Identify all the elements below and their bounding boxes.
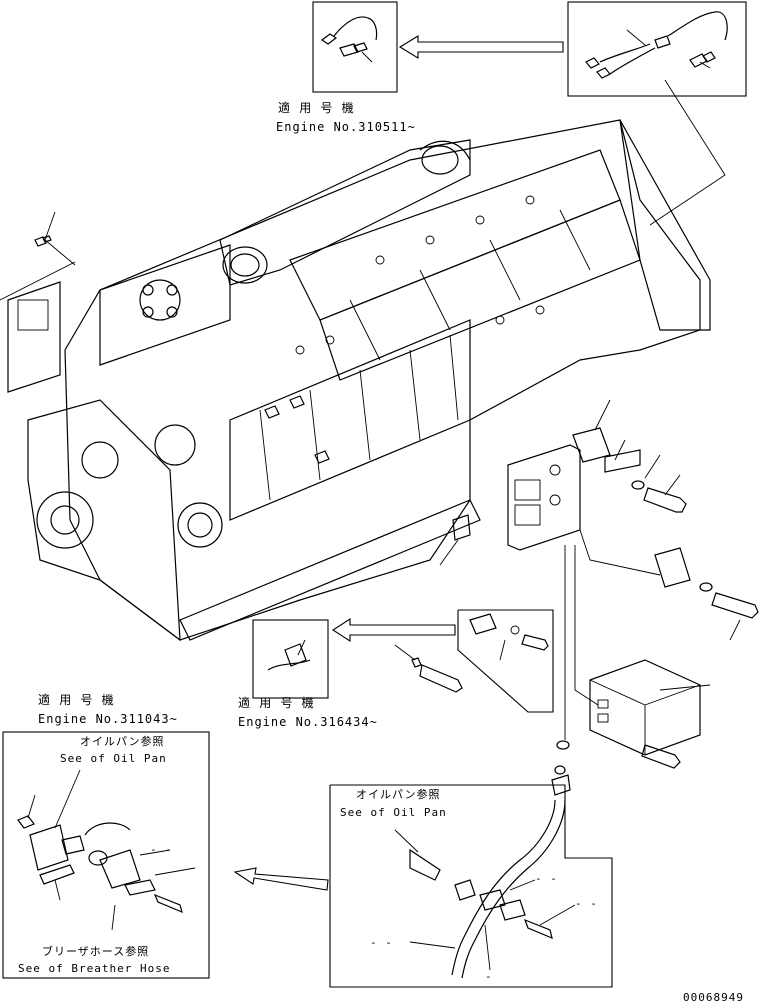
engine-block-drawing: [27, 119, 711, 642]
left-label-en: Engine No.311043~: [38, 712, 178, 726]
spacer-icon: [439, 514, 471, 566]
sensor-mid-frame: [394, 609, 554, 713]
arrow-bottom-left: [233, 867, 329, 891]
top-left-inset: [312, 1, 398, 93]
bracket-lower-icon: [579, 529, 759, 641]
mid-label-jp: 適 用 号 機: [238, 695, 315, 710]
dash-label-b: - -: [535, 872, 558, 885]
arrow-mid: [331, 617, 456, 643]
dash-label-e: -: [485, 970, 493, 983]
wiring-harness-icon: [585, 11, 728, 79]
top-right-inset: [567, 1, 747, 97]
left-cover-icon: [0, 261, 76, 393]
hose-icon: [451, 799, 566, 979]
left-label-jp: 適 用 号 機: [38, 692, 115, 707]
left-bottom-inset: オイルパン参照 See of Oil Pan - - ブリーザホース参照 See…: [2, 731, 210, 979]
mid-label-en: Engine No.316434~: [238, 715, 378, 729]
top-label-jp: 適 用 号 機: [278, 100, 355, 115]
manifold-block-icon: [507, 444, 581, 551]
oilpan-left-jp: オイルパン参照: [80, 734, 165, 748]
right-bottom-inset: オイルパン参照 See of Oil Pan - - - - - - -: [329, 765, 613, 988]
drawing-number: 00068949: [683, 991, 744, 1004]
dash-label-c: - -: [575, 897, 598, 910]
dash-label-a: - -: [150, 843, 173, 856]
top-label-en: Engine No.310511~: [276, 120, 416, 134]
mid-inset: [252, 619, 329, 699]
oilpan-left-en: See of Oil Pan: [60, 752, 167, 765]
breather-en: See of Breather Hose: [18, 962, 170, 975]
left-sensor-icon: [34, 211, 76, 266]
oilpan-right-en: See of Oil Pan: [340, 806, 447, 819]
arrow-top: [398, 35, 564, 59]
bracket-bolts-icon: [572, 399, 687, 513]
controller-box-icon: [574, 545, 711, 769]
dash-label-d: - -: [370, 936, 393, 949]
sensor-cable-icon: [320, 16, 378, 63]
breather-jp: ブリーザホース参照: [42, 944, 149, 958]
oilpan-right-jp: オイルパン参照: [356, 787, 441, 801]
